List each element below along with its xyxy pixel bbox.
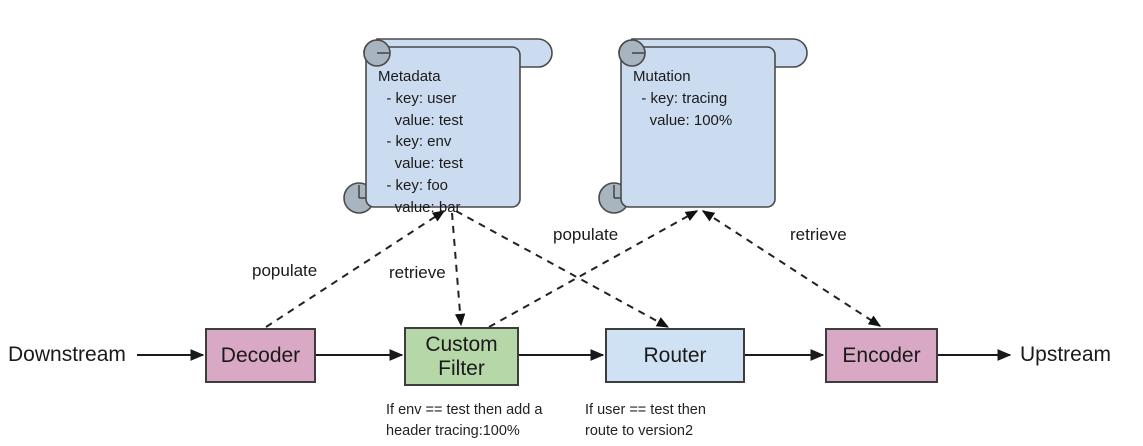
box-router[interactable]: Router (605, 328, 745, 383)
edge-custom-filter-populates-mutation (488, 210, 699, 328)
edge-decoder-populates-metadata (265, 210, 446, 328)
edge-metadata-to-router (455, 210, 670, 328)
annotation-router-rule: If user == test then route to version2 (585, 402, 706, 439)
endpoint-downstream: Downstream (8, 343, 126, 366)
endpoint-upstream: Upstream (1020, 343, 1112, 366)
edge-mutation-retrieve-encoder (701, 210, 882, 327)
edge-label-retrieve-right: retrieve (790, 225, 847, 244)
box-custom-filter[interactable]: Custom Filter (404, 327, 519, 386)
metadata-scroll-text: Metadata - key: user value: test - key: … (378, 68, 464, 216)
edge-label-retrieve-left: retrieve (389, 263, 446, 282)
box-decoder[interactable]: Decoder (205, 328, 316, 383)
mutation-scroll-shape (598, 38, 808, 214)
edge-label-populate-left: populate (252, 261, 318, 280)
edge-label-populate-right: populate (553, 225, 619, 244)
mutation-scroll-text: Mutation - key: tracing value: 100% (633, 68, 733, 129)
annotation-custom-filter-rule: If env == test then add a header tracing… (386, 402, 543, 439)
metadata-scroll-shape (343, 38, 553, 214)
box-encoder[interactable]: Encoder (825, 328, 938, 383)
edge-metadata-retrieve-custom-filter (451, 212, 466, 327)
